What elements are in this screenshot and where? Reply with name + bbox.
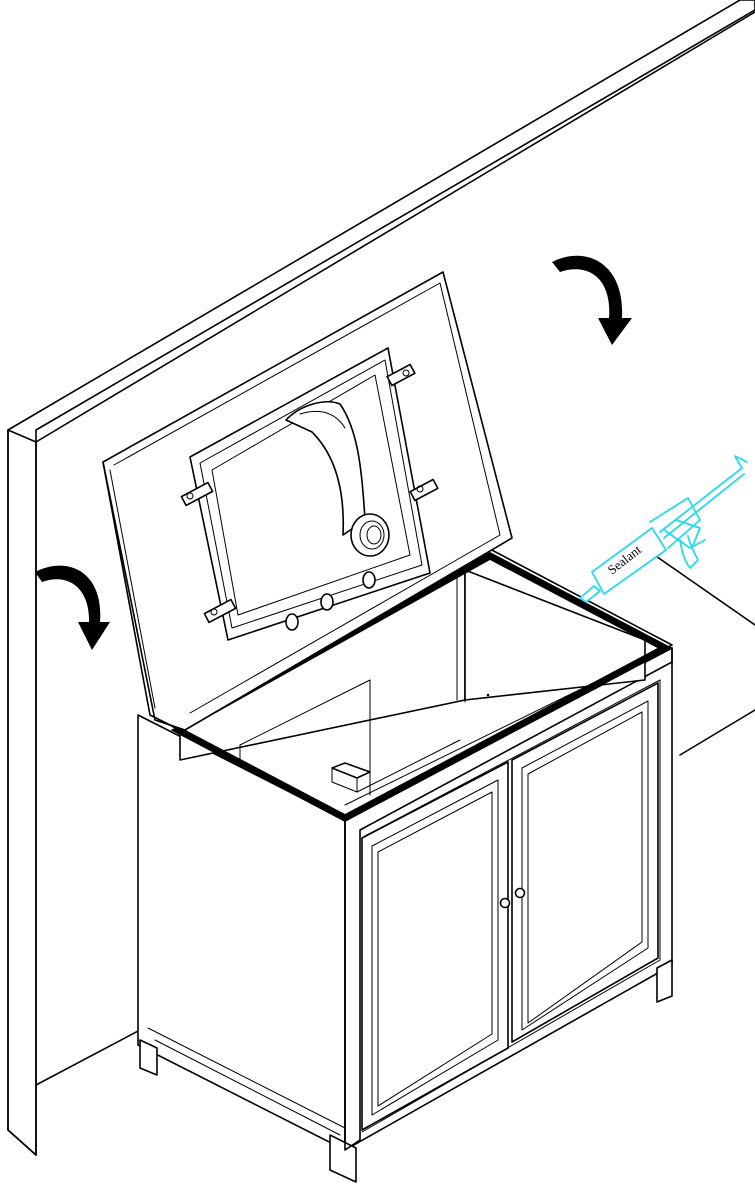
cabinet-interior (169, 547, 673, 819)
curved-arrow-icon (552, 255, 632, 345)
faucet-holes (285, 571, 376, 631)
caulking-gun-icon: Sealant (579, 455, 748, 603)
mounting-clips (180, 363, 439, 624)
cabinet-door-left (361, 761, 509, 1131)
sealant-bead (170, 552, 673, 822)
curved-arrow-icon (35, 565, 110, 650)
faucet-spout (285, 401, 390, 557)
floor-edge (35, 544, 755, 1086)
cabinet-door-right (511, 682, 659, 1043)
wall (7, 0, 755, 1156)
door-knobs (499, 887, 526, 909)
cabinet-lid (102, 271, 513, 731)
